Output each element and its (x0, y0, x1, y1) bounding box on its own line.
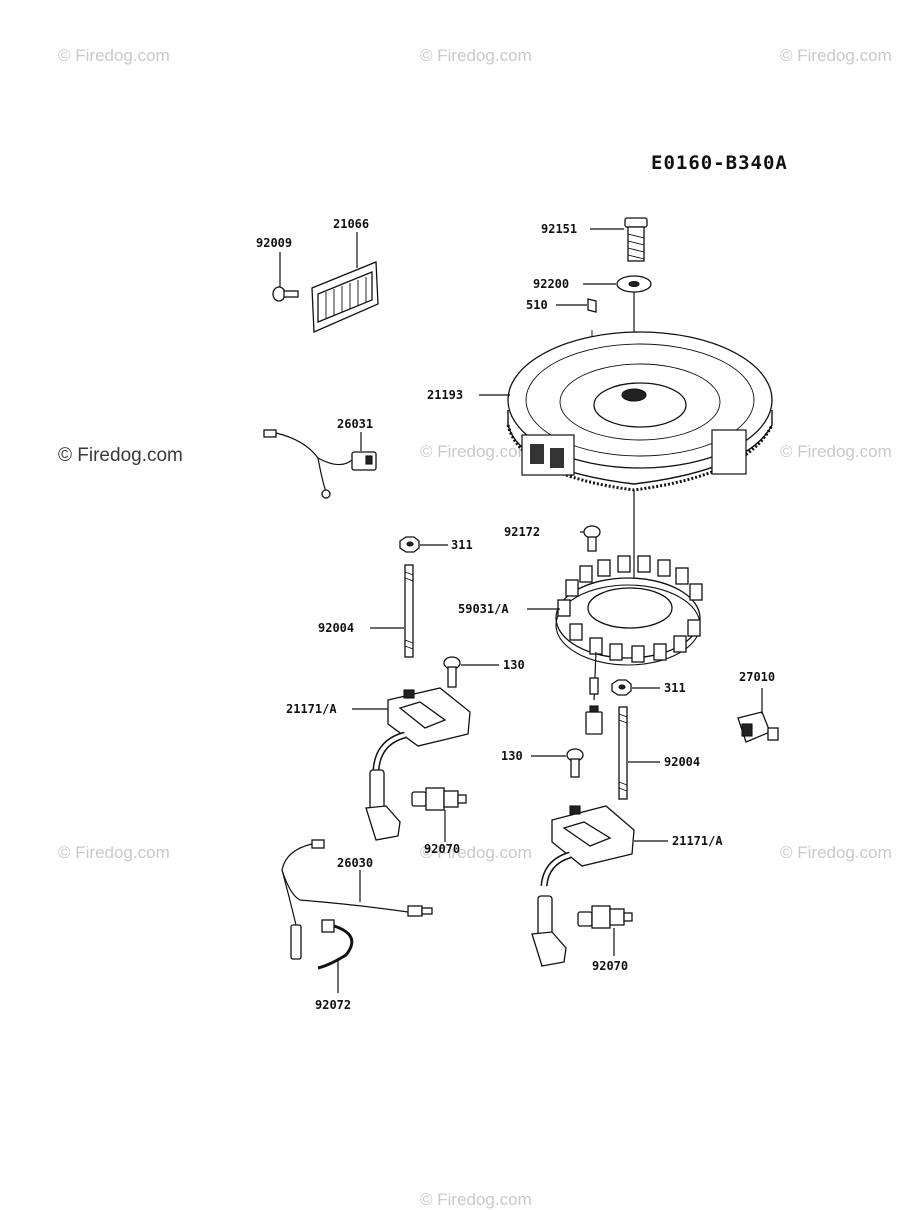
label-21171a-left: 21171/A (286, 702, 337, 716)
label-26031: 26031 (337, 417, 373, 431)
watermark: © Firedog.com (58, 46, 170, 65)
flywheel-21193[interactable] (506, 331, 774, 492)
label-21193: 21193 (427, 388, 463, 402)
label-59031a: 59031/A (458, 602, 509, 616)
label-311-left: 311 (451, 538, 473, 552)
spark-plug-92070-right[interactable] (577, 905, 633, 929)
regulator-21066[interactable] (311, 261, 379, 333)
nut-311-left[interactable] (399, 536, 420, 553)
label-27010: 27010 (739, 670, 775, 684)
watermark: © Firedog.com (58, 445, 183, 466)
watermark: © Firedog.com (420, 442, 532, 461)
watermark: © Firedog.com (58, 843, 170, 862)
label-21171a-right: 21171/A (672, 834, 723, 848)
label-92004-right: 92004 (664, 755, 700, 769)
stud-92004-left[interactable] (404, 564, 414, 658)
watermark: © Firedog.com (780, 46, 892, 65)
bolt-130-right[interactable] (566, 748, 584, 778)
label-26030: 26030 (337, 856, 373, 870)
watermark: © Firedog.com (780, 442, 892, 461)
bolt-130-left[interactable] (443, 656, 461, 688)
label-92070-right: 92070 (592, 959, 628, 973)
label-21066: 21066 (333, 217, 369, 231)
label-92072: 92072 (315, 998, 351, 1012)
oil-switch-27010[interactable] (737, 711, 779, 743)
clamp-92072[interactable] (317, 919, 354, 970)
ignition-coil-21171a-right[interactable] (531, 805, 635, 967)
label-92004-left: 92004 (318, 621, 354, 635)
label-130-right: 130 (501, 749, 523, 763)
spark-plug-92070-left[interactable] (411, 787, 467, 811)
lead-wire-26030[interactable] (281, 839, 433, 960)
bolt-92151[interactable] (624, 217, 648, 262)
label-92200: 92200 (533, 277, 569, 291)
label-311-right: 311 (664, 681, 686, 695)
nut-311-right[interactable] (611, 679, 632, 696)
screw-92009[interactable] (272, 286, 299, 302)
stator-59031a[interactable] (555, 555, 703, 666)
watermark: © Firedog.com (420, 843, 532, 862)
label-510: 510 (526, 298, 548, 312)
label-130-left: 130 (503, 658, 525, 672)
label-92172: 92172 (504, 525, 540, 539)
label-92009: 92009 (256, 236, 292, 250)
watermark: © Firedog.com (780, 843, 892, 862)
key-510[interactable] (587, 298, 597, 313)
label-92070-left: 92070 (424, 842, 460, 856)
screw-92172[interactable] (583, 525, 601, 552)
lead-wire-26031[interactable] (263, 429, 377, 499)
watermark: © Firedog.com (420, 46, 532, 65)
label-92151: 92151 (541, 222, 577, 236)
ignition-coil-21171a-left[interactable] (365, 687, 471, 841)
washer-92200[interactable] (616, 275, 652, 293)
diagram-code: E0160-B340A (651, 152, 788, 174)
stud-92004-right[interactable] (618, 706, 628, 800)
